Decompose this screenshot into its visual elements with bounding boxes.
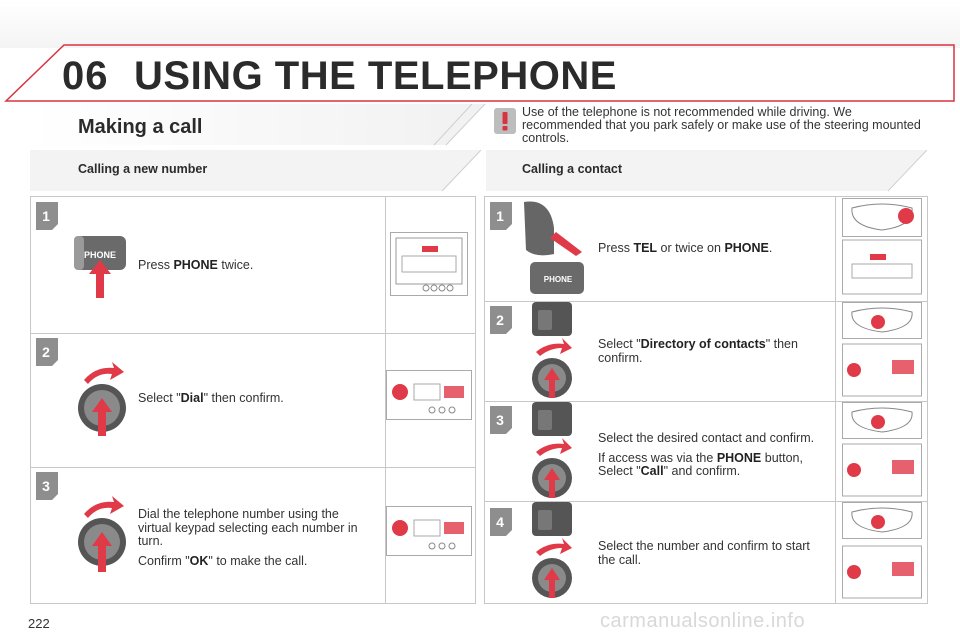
rotary-knob-illustration: [78, 362, 126, 436]
svg-text:1: 1: [42, 208, 50, 224]
steering-control-illustration-3: [842, 402, 922, 497]
step-badge-r2: 2: [490, 306, 512, 334]
scroll-and-knob-illustration-4: [532, 502, 572, 598]
subheading-frame-left: [30, 150, 482, 192]
right-step-3-text: Select the desired contact and confirm. …: [598, 431, 815, 478]
header-background: [0, 0, 960, 48]
left-step-3-text: Dial the telephone number using the virt…: [138, 507, 358, 568]
phone-button-illustration: PHONE: [74, 236, 126, 298]
chapter-number: 06: [62, 54, 109, 98]
radio-unit-illustration-2: [386, 370, 472, 420]
rotary-knob-illustration-3: [78, 496, 126, 572]
subheading-frame-right: [486, 150, 928, 192]
phone-label-right: PHONE: [544, 275, 573, 284]
right-step-2-text: Select "Directory of contacts" then conf…: [598, 337, 798, 365]
radio-unit-illustration-3: [386, 506, 472, 556]
svg-text:1: 1: [496, 208, 504, 224]
svg-text:2: 2: [496, 312, 504, 328]
subheading-calling-new-number: Calling a new number: [78, 162, 208, 176]
left-step-2-text: Select "Dial" then confirm.: [138, 391, 284, 405]
right-step-1-text: Press TEL or twice on PHONE.: [598, 241, 773, 255]
steering-control-illustration-2: [842, 302, 922, 397]
section-title: Making a call: [78, 116, 203, 138]
scroll-and-knob-illustration-3: [532, 402, 572, 498]
radio-unit-illustration: [390, 232, 468, 296]
page-number: 222: [28, 616, 50, 631]
svg-text:4: 4: [496, 514, 504, 530]
watermark-text: carmanualsonline.info: [600, 610, 806, 632]
header-frame: [4, 44, 955, 102]
step-badge-1: 1: [36, 202, 58, 230]
scroll-and-knob-illustration: [532, 302, 572, 398]
step-badge-2: 2: [36, 338, 58, 366]
phone-label: PHONE: [84, 250, 116, 260]
left-step-1-text: Press PHONE twice.: [138, 258, 254, 272]
warning-text: Use of the telephone is not recommended …: [522, 105, 921, 145]
steering-stalk-illustration: PHONE: [524, 201, 584, 294]
section-heading-frame: [30, 104, 486, 146]
chapter-title: USING THE TELEPHONE: [134, 54, 617, 98]
exclamation-icon: [494, 108, 516, 134]
svg-text:3: 3: [496, 412, 504, 428]
step-badge-r1: 1: [490, 202, 512, 230]
step-badge-3: 3: [36, 472, 58, 500]
steering-control-illustration-4: [842, 502, 922, 599]
svg-text:2: 2: [42, 344, 50, 360]
right-step-4-text: Select the number and confirm to start t…: [598, 539, 810, 567]
svg-text:3: 3: [42, 478, 50, 494]
step-badge-r3: 3: [490, 406, 512, 434]
step-badge-r4: 4: [490, 508, 512, 536]
subheading-calling-contact: Calling a contact: [522, 162, 623, 176]
steering-control-illustration: [842, 198, 922, 295]
